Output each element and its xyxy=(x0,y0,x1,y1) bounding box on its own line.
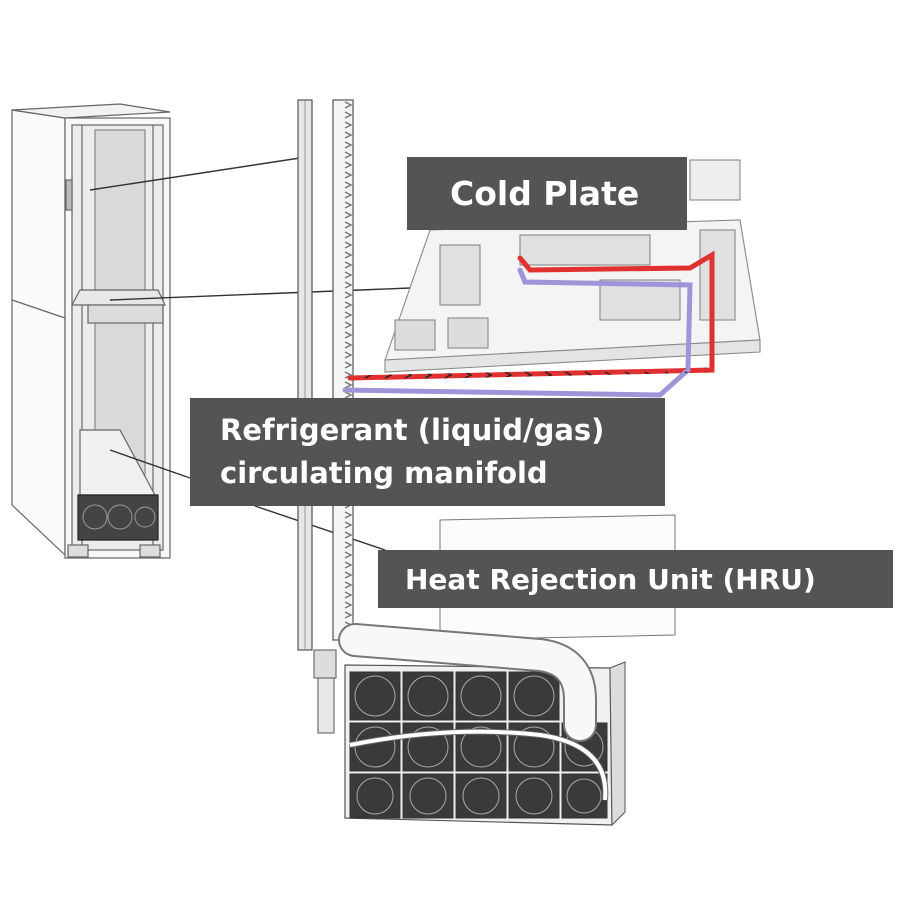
cold-plate-loops xyxy=(342,250,715,398)
manifold-label-line2: circulating manifold xyxy=(220,456,548,490)
hru-label-text: Heat Rejection Unit (HRU) xyxy=(405,562,816,596)
hru-label: Heat Rejection Unit (HRU) xyxy=(378,550,893,608)
manifold-label: Refrigerant (liquid/gas) circulating man… xyxy=(190,398,665,506)
leader-lines xyxy=(89,157,411,551)
cold-plate-server-icon xyxy=(384,159,761,373)
cold-plate-label: Cold Plate xyxy=(407,157,687,230)
server-rack-icon xyxy=(11,103,171,559)
cold-plate-label-text: Cold Plate xyxy=(450,174,640,213)
manifold-label-line1: Refrigerant (liquid/gas) xyxy=(220,413,605,447)
hru-fan-array-icon xyxy=(338,514,676,827)
